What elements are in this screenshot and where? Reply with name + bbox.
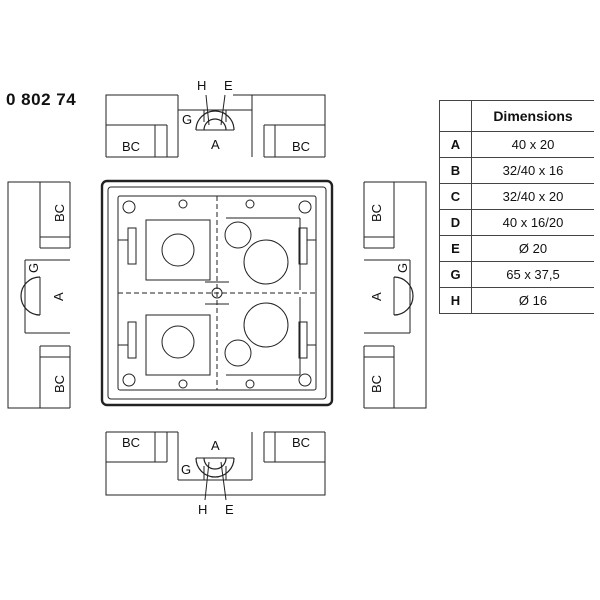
label-a-bottom: A <box>211 438 220 453</box>
right-side-view <box>363 181 427 409</box>
label-bc-bottom-left: BC <box>122 435 140 450</box>
label-e-bottom: E <box>225 502 234 517</box>
label-h-top: H <box>197 78 206 93</box>
dimensions-table: Dimensions A 40 x 20 B 32/40 x 16 C 32/4… <box>439 100 594 314</box>
label-g-bottom: G <box>181 462 191 477</box>
label-a-left: A <box>51 292 66 301</box>
row-key: E <box>439 235 472 262</box>
bottom-side-view <box>105 431 326 501</box>
table-row: D 40 x 16/20 <box>439 209 594 236</box>
row-key: C <box>439 183 472 210</box>
label-h-bottom: H <box>198 502 207 517</box>
front-view-box <box>100 179 334 407</box>
row-value: 32/40 x 16 <box>471 157 594 184</box>
table-header-row: Dimensions <box>439 100 594 132</box>
top-side-view <box>105 94 326 158</box>
label-bc-bottom-right: BC <box>292 435 310 450</box>
label-g-right: G <box>395 263 410 273</box>
label-bc-right-top: BC <box>369 204 384 222</box>
row-key: H <box>439 287 472 314</box>
table-header: Dimensions <box>471 100 594 132</box>
row-value: Ø 16 <box>471 287 594 314</box>
table-row: B 32/40 x 16 <box>439 157 594 184</box>
label-bc-top-left: BC <box>122 139 140 154</box>
row-value: 32/40 x 20 <box>471 183 594 210</box>
table-row: C 32/40 x 20 <box>439 183 594 210</box>
table-row: G 65 x 37,5 <box>439 261 594 288</box>
table-row: A 40 x 20 <box>439 131 594 158</box>
row-key: D <box>439 209 472 236</box>
row-key: G <box>439 261 472 288</box>
label-g-left: G <box>26 263 41 273</box>
label-a-right: A <box>369 292 384 301</box>
label-bc-left-top: BC <box>52 204 67 222</box>
label-g-top: G <box>182 112 192 127</box>
label-bc-top-right: BC <box>292 139 310 154</box>
row-value: 40 x 20 <box>471 131 594 158</box>
row-key: B <box>439 157 472 184</box>
label-e-top: E <box>224 78 233 93</box>
table-row: E Ø 20 <box>439 235 594 262</box>
label-a-top: A <box>211 137 220 152</box>
left-side-view <box>7 181 71 409</box>
row-key: A <box>439 131 472 158</box>
table-row: H Ø 16 <box>439 287 594 314</box>
row-value: 40 x 16/20 <box>471 209 594 236</box>
row-value: 65 x 37,5 <box>471 261 594 288</box>
label-bc-left-bottom: BC <box>52 375 67 393</box>
product-code: 0 802 74 <box>6 90 77 109</box>
row-value: Ø 20 <box>471 235 594 262</box>
label-bc-right-bottom: BC <box>369 375 384 393</box>
